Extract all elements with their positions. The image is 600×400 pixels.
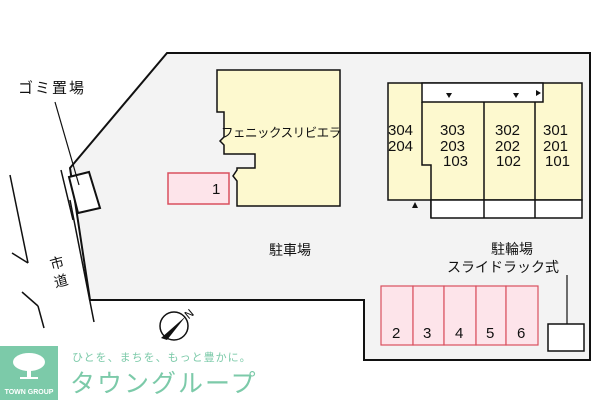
unit-301: 301 xyxy=(543,122,568,139)
unit-103: 103 xyxy=(443,153,468,170)
road-edge-line xyxy=(9,174,29,264)
tree-icon xyxy=(13,353,45,379)
city-road-label-2: 道 xyxy=(52,272,70,291)
unit-304: 304 xyxy=(388,122,413,139)
unit-303: 303 xyxy=(440,122,465,139)
unit-204: 204 xyxy=(388,138,413,155)
unit-304-wall xyxy=(421,102,432,218)
parking-space-4 xyxy=(443,285,477,346)
bicycle-parking-label: 駐輪場 xyxy=(491,241,533,258)
unit-201: 201 xyxy=(543,138,568,155)
entrance-arrow-icon xyxy=(412,202,418,208)
unit-302: 302 xyxy=(495,122,520,139)
entrance-arrow-icon xyxy=(513,93,519,98)
garbage-label: ゴミ置場 xyxy=(18,79,86,97)
road-edge-line xyxy=(11,252,29,264)
compass-icon: N xyxy=(159,307,197,341)
parking-space-6-number: 6 xyxy=(517,325,525,342)
parking-lot-label: 駐車場 xyxy=(269,242,311,259)
town-group-logo: TOWN GROUP xyxy=(0,346,58,400)
main-building-name: フェニックスリビエラ xyxy=(221,125,341,140)
bicycle-rack xyxy=(547,323,585,352)
logo-slogan: ひとを、まちを、もっと豊かに。 xyxy=(72,351,252,364)
lot-boundary-line xyxy=(60,169,74,221)
road-edge-line xyxy=(37,305,45,329)
logo-brand-name: タウングループ xyxy=(70,369,258,398)
unit-102: 102 xyxy=(496,153,521,170)
parking-space-4-number: 4 xyxy=(455,325,463,342)
parking-space-5 xyxy=(475,285,507,346)
unit-203: 203 xyxy=(440,138,465,155)
parking-space-1-number: 1 xyxy=(212,181,220,198)
entrance-arrow-icon xyxy=(446,93,452,98)
parking-space-6 xyxy=(505,285,539,346)
parking-space-5-number: 5 xyxy=(486,325,494,342)
garbage-leader-line xyxy=(54,101,80,186)
unit-202: 202 xyxy=(495,138,520,155)
parking-space-3-number: 3 xyxy=(423,325,431,342)
parking-space-2-number: 2 xyxy=(392,325,400,342)
main-building xyxy=(216,69,341,207)
garbage-area xyxy=(67,170,102,215)
bicycle-rack-type-label: スライドラック式 xyxy=(447,260,559,276)
unit-101: 101 xyxy=(545,153,570,170)
parking-space-1 xyxy=(167,172,230,205)
logo-box-text: TOWN GROUP xyxy=(4,389,54,396)
road-edge-line xyxy=(69,199,95,323)
lower-balcony xyxy=(430,199,583,219)
entrance-arrow-icon xyxy=(536,90,541,96)
upper-corridor xyxy=(421,82,544,103)
city-road-label-1: 市 xyxy=(48,253,66,273)
road-edge-line xyxy=(21,291,39,307)
